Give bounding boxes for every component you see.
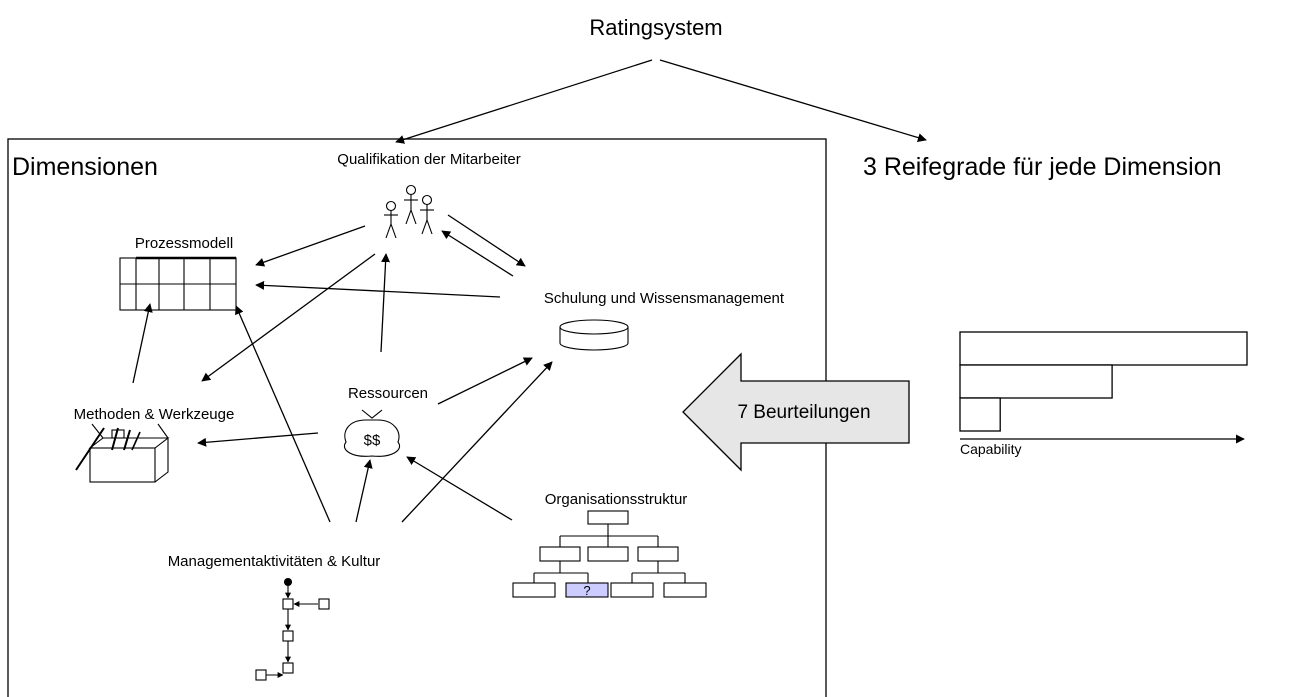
arrow-qual-to-methoden bbox=[201, 253, 376, 382]
arrow-ressourcen-to-methoden bbox=[197, 432, 319, 447]
assessment-arrow-label: 7 Beurteilungen bbox=[737, 402, 870, 423]
database-cylinder-icon bbox=[559, 319, 629, 351]
maturity-level-bar bbox=[959, 397, 1001, 432]
node-qualifikation-label: Qualifikation der Mitarbeiter bbox=[337, 151, 520, 168]
assessment-arrow bbox=[682, 352, 910, 472]
arrow-schulung-to-qual bbox=[441, 230, 514, 277]
stick-figures-icon bbox=[384, 184, 434, 239]
title-arrow-left bbox=[395, 59, 653, 144]
diagram-title: Ratingsystem bbox=[589, 15, 722, 40]
money-bag-icon bbox=[344, 409, 400, 457]
maturity-bars bbox=[959, 331, 1248, 432]
capability-label: Capability bbox=[960, 441, 1021, 457]
relationship-arrows bbox=[132, 214, 553, 523]
maturity-level-bar bbox=[959, 364, 1113, 399]
org-question-mark: ? bbox=[583, 583, 590, 598]
arrow-management-to-schulung bbox=[401, 361, 553, 523]
node-organisation-label: Organisationsstruktur bbox=[545, 491, 688, 508]
org-chart-icon bbox=[512, 510, 707, 598]
process-grid-icon bbox=[119, 256, 237, 311]
toolbox-icon bbox=[75, 423, 170, 483]
maturity-title: 3 Reifegrade für jede Dimension bbox=[863, 153, 1222, 181]
arrow-schulung-to-prozess bbox=[255, 280, 501, 298]
arrow-methoden-to-prozess bbox=[132, 303, 153, 384]
arrow-management-to-prozess bbox=[235, 305, 331, 523]
flowchart-icon bbox=[255, 577, 330, 681]
title-arrow-right bbox=[659, 59, 927, 142]
maturity-level-bar bbox=[959, 331, 1248, 366]
arrow-ressourcen-to-qual bbox=[380, 253, 391, 353]
arrow-management-to-ressourcen bbox=[355, 459, 373, 523]
arrow-qual-to-schulung bbox=[447, 214, 526, 267]
node-ressourcen-label: Ressourcen bbox=[348, 385, 428, 402]
node-management-label: Managementaktivitäten & Kultur bbox=[168, 553, 381, 570]
node-prozessmodell-label: Prozessmodell bbox=[135, 235, 233, 252]
arrow-ressourcen-to-schulung bbox=[437, 357, 533, 405]
dimensions-title: Dimensionen bbox=[12, 153, 158, 181]
arrow-organisation-to-ressourcen bbox=[406, 456, 513, 521]
node-schulung-label: Schulung und Wissensmanagement bbox=[544, 290, 785, 307]
node-methoden-label: Methoden & Werkzeuge bbox=[74, 406, 235, 423]
arrow-qual-to-prozess bbox=[255, 225, 366, 267]
money-symbol: $$ bbox=[364, 432, 381, 449]
